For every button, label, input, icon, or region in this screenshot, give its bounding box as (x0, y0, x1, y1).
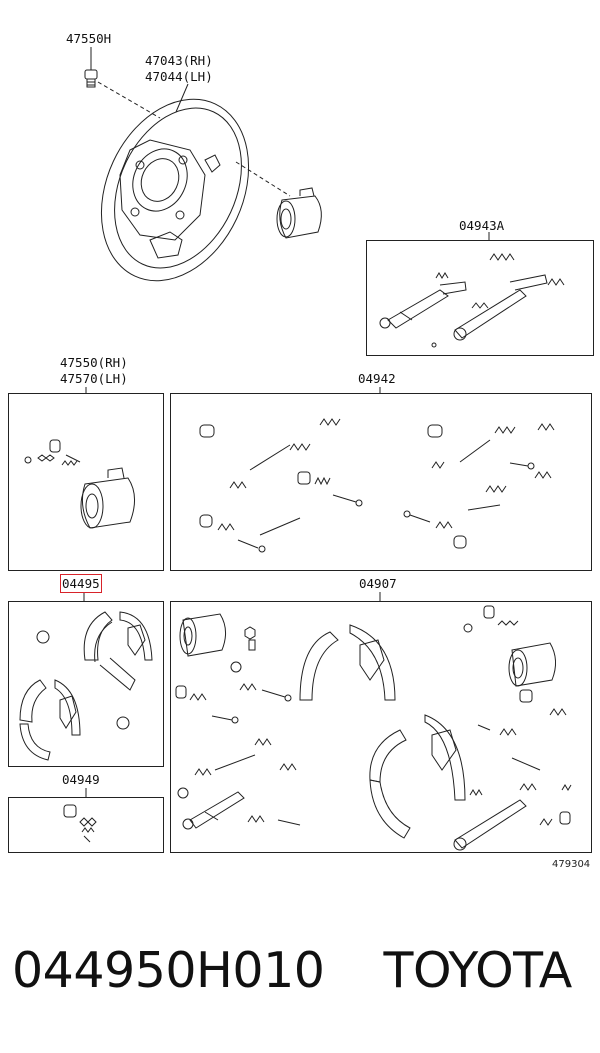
wheel-cylinder-icon (276, 187, 322, 239)
brand-name: TOYOTA (383, 942, 573, 999)
label-bolt[interactable]: 47550H (66, 31, 112, 46)
part-number: 044950H010 (12, 942, 325, 999)
label-wheel-cylinder-rh[interactable]: 47550(RH) (60, 355, 128, 370)
cup-kit-illustration (63, 804, 97, 843)
spring-kit-illustration (199, 418, 555, 553)
label-backing-plate-rh[interactable]: 47043(RH) (145, 53, 213, 68)
leader-line (235, 161, 291, 197)
adjuster-kit-box (366, 240, 594, 356)
label-backing-plate-lh[interactable]: 47044(LH) (145, 69, 213, 84)
bolt-icon (84, 69, 98, 88)
leader-line (97, 81, 161, 119)
backing-plate-icon (100, 98, 250, 282)
leader-line (175, 83, 189, 113)
label-spring-kit[interactable]: 04942 (358, 371, 396, 386)
wheel-cylinder-box (8, 393, 164, 571)
spring-kit-box (170, 393, 592, 571)
illustration-reference-number: 479304 (552, 859, 591, 870)
wheel-cylinder-kit-illustration (24, 439, 135, 529)
cup-kit-box (8, 797, 164, 853)
label-cup-kit[interactable]: 04949 (62, 772, 100, 787)
shoe-kit-box (8, 601, 164, 767)
footer-caption: 044950H010 TOYOTA (12, 942, 572, 999)
cylinder-kit-illustration (175, 605, 572, 851)
label-shoe-kit-highlighted[interactable]: 04495 (60, 574, 102, 593)
adjuster-kit-illustration (379, 253, 565, 348)
label-wheel-cylinder-lh[interactable]: 47570(LH) (60, 371, 128, 386)
cylinder-kit-box (170, 601, 592, 853)
label-adjuster-kit[interactable]: 04943A (459, 218, 505, 233)
label-cylinder-kit[interactable]: 04907 (359, 576, 397, 591)
brake-shoe-illustration (19, 611, 153, 761)
